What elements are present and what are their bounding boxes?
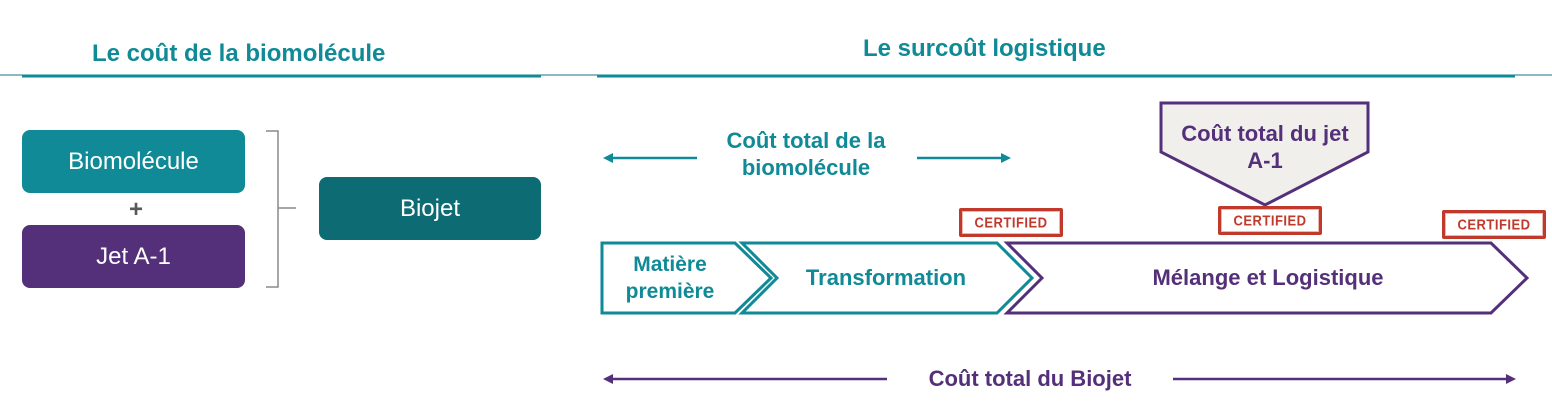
jet-a1-label: Jet A-1 <box>96 242 171 270</box>
brace <box>266 130 296 288</box>
biojet-arrowhead-right <box>1506 374 1516 384</box>
stage-transformation-shape <box>738 241 1035 315</box>
heading-logistic-surcost: Le surcoût logistique <box>863 35 1106 62</box>
cost-biomolecule-label: Coût total de la biomolécule <box>726 128 886 180</box>
biojet-arrowhead-left <box>603 374 613 384</box>
certified-stamp-1: CERTIFIED <box>959 208 1063 237</box>
jet-callout-label: Coût total du jet A-1 <box>1181 121 1349 173</box>
stage-transformation-label: Transformation <box>805 265 967 290</box>
jet-a1-box: Jet A-1 <box>22 225 245 288</box>
stage-melange-shape <box>1003 241 1530 315</box>
biomolecule-arrowhead-right <box>1001 153 1011 163</box>
biojet-label: Biojet <box>399 194 461 222</box>
biomolecule-arrowhead-left <box>603 153 613 163</box>
biomolecule-label: Biomolécule <box>68 147 199 175</box>
stage-matiere-premiere-label: Matière première <box>625 253 715 303</box>
jet-callout-shape <box>1159 101 1370 207</box>
certified-stamp-3: CERTIFIED <box>1442 210 1546 239</box>
biomolecule-box: Biomolécule <box>22 130 245 193</box>
plus-sign: + <box>128 196 143 223</box>
heading-biomolecule-cost: Le coût de la biomolécule <box>92 40 386 67</box>
stage-matiere-premiere-shape <box>600 241 774 315</box>
biojet-box: Biojet <box>319 177 541 240</box>
certified-stamp-2: CERTIFIED <box>1218 206 1322 235</box>
cost-biojet-total-label: Coût total du Biojet <box>928 366 1132 391</box>
stage-melange-logistique-label: Mélange et Logistique <box>1152 265 1384 290</box>
